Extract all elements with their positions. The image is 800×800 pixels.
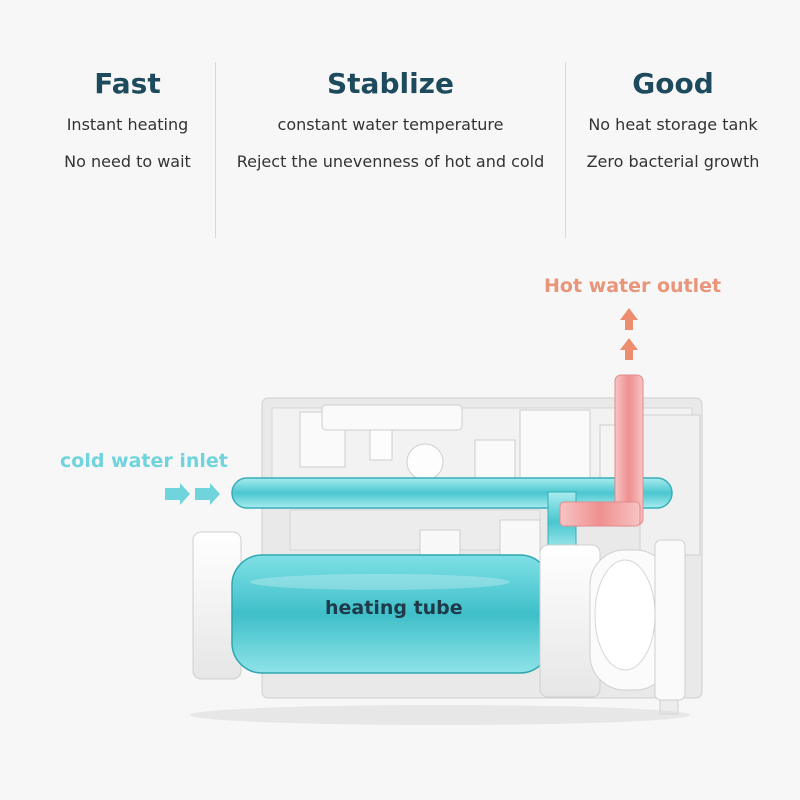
divider	[215, 62, 216, 238]
feature-line: constant water temperature	[277, 115, 504, 134]
divider	[565, 62, 566, 238]
heater-illustration: Hot water outlet cold water inlet heatin…	[0, 230, 800, 750]
feature-line: No need to wait	[64, 152, 191, 171]
feature-title: Stablize	[327, 67, 454, 100]
feature-line: No heat storage tank	[588, 115, 758, 134]
feature-line: Instant heating	[66, 115, 189, 134]
feature-fast: Fast Instant heating No need to wait	[40, 40, 215, 180]
feature-row: Fast Instant heating No need to wait Sta…	[0, 40, 800, 238]
feature-stablize: Stablize constant water temperature Reje…	[216, 40, 565, 180]
hot-water-outlet-label: Hot water outlet	[544, 275, 722, 297]
heating-tube-label: heating tube	[325, 597, 463, 619]
heater-cutaway-image	[165, 308, 703, 725]
feature-good: Good No heat storage tank Zero bacterial…	[566, 40, 780, 180]
cold-water-inlet-label: cold water inlet	[60, 450, 228, 472]
feature-line: Zero bacterial growth	[586, 152, 760, 171]
feature-line: Reject the unevenness of hot and cold	[236, 152, 545, 171]
feature-title: Fast	[94, 67, 161, 100]
feature-title: Good	[632, 67, 714, 100]
